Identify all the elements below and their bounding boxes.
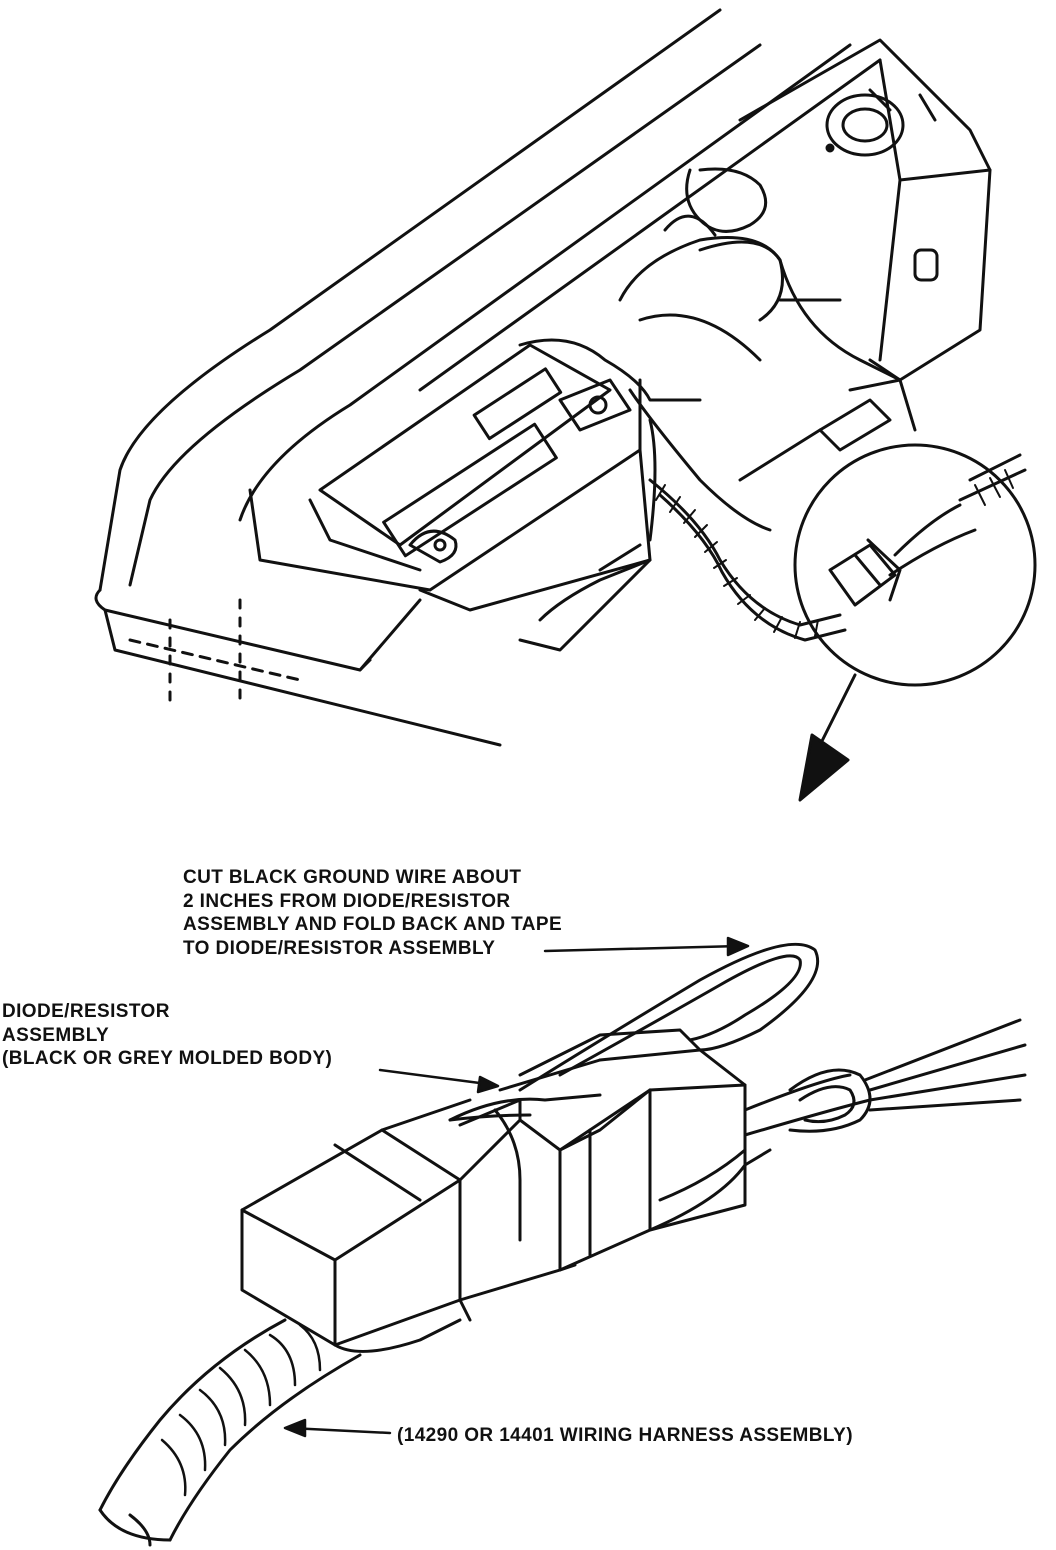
cut-wire-label-line-2: 2 INCHES FROM DIODE/RESISTOR	[183, 890, 511, 912]
detail-circle	[793, 443, 1037, 687]
diode-label-line-3: (BLACK OR GREY MOLDED BODY)	[2, 1048, 333, 1069]
cut-wire-label-line-1: CUT BLACK GROUND WIRE ABOUT	[183, 867, 522, 888]
diode-label-line-2: ASSEMBLY	[2, 1024, 110, 1046]
cut-wire-label-line-3: ASSEMBLY AND FOLD BACK AND TAPE	[183, 914, 563, 935]
harness-label: (14290 OR 14401 WIRING HARNESS ASSEMBLY)	[397, 1425, 853, 1446]
cut-wire-label: CUT BLACK GROUND WIRE ABOUT 2 INCHES FRO…	[183, 866, 562, 960]
vehicle-body-view	[94, 8, 992, 747]
diode-label: DIODE/RESISTOR ASSEMBLY (BLACK OR GREY M…	[2, 1000, 332, 1071]
diode-label-line-1: DIODE/RESISTOR	[2, 1001, 170, 1022]
cut-wire-label-line-4: TO DIODE/RESISTOR ASSEMBLY	[183, 937, 496, 959]
leader-lines	[283, 936, 750, 1438]
connector-detail	[98, 942, 1027, 1547]
detail-arrow	[798, 673, 857, 802]
